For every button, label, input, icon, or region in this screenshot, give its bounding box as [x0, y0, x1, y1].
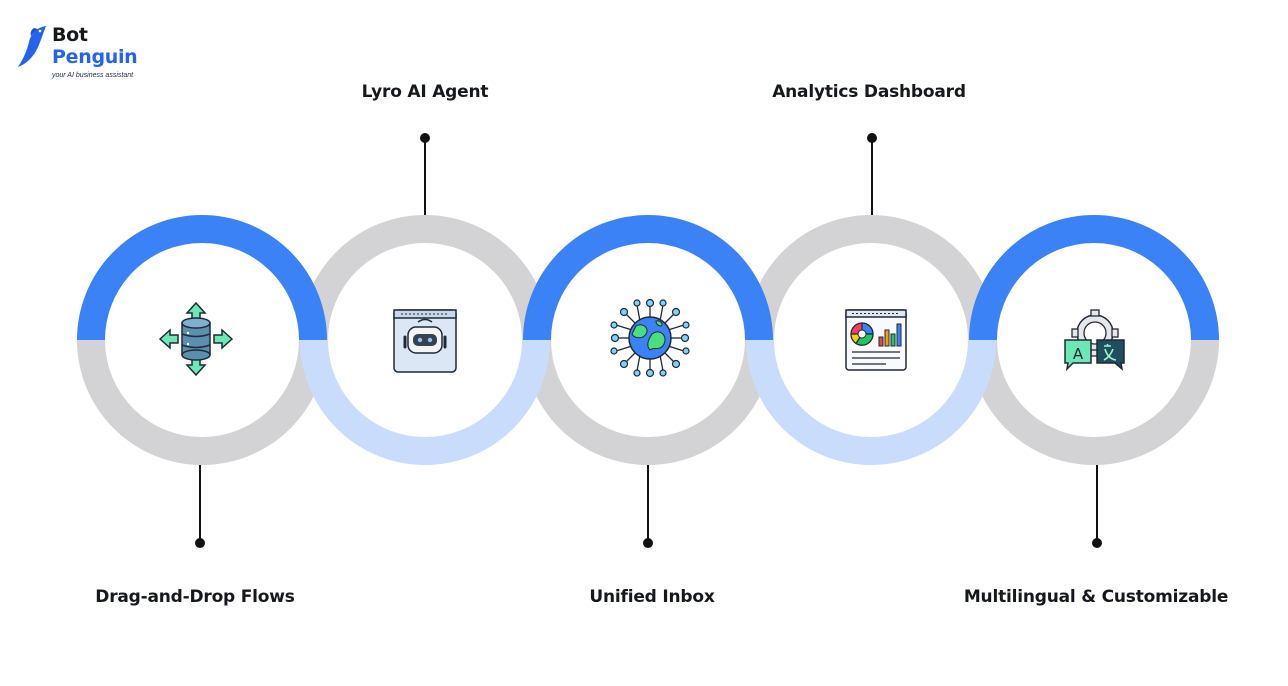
ring-2-top-arc [300, 215, 550, 341]
ring-1-top-arc [77, 215, 327, 341]
brand-tagline: your AI business assistant [52, 72, 134, 79]
connector-4 [867, 133, 877, 215]
feature-label-unified-inbox: Unified Inbox [589, 587, 715, 607]
svg-text:A: A [1073, 345, 1084, 363]
dashboard-charts-icon [845, 309, 907, 371]
ring-1-bottom-arc [77, 339, 327, 465]
ring-4-bottom-arc [746, 339, 996, 465]
connector-1 [195, 465, 205, 548]
brand-name-line1: Bot [52, 24, 88, 46]
translate-gear-icon: A [1064, 309, 1125, 372]
connector-2 [420, 133, 430, 215]
feature-label-multilingual: Multilingual & Customizable [963, 587, 1229, 607]
feature-label-lyro-ai-agent: Lyro AI Agent [361, 82, 489, 102]
feature-label-analytics-dashboard: Analytics Dashboard [772, 82, 966, 102]
ring-5-top-arc [969, 215, 1219, 341]
ring-4-top-arc [746, 215, 996, 341]
globe-network-icon [610, 298, 690, 378]
brand-logo: Bot Penguin your AI business assistant [16, 22, 156, 84]
database-arrows-icon [158, 301, 234, 377]
connector-5 [1092, 465, 1102, 548]
penguin-logo-icon [18, 26, 46, 67]
ring-3-top-arc [523, 215, 773, 341]
ring-3-bottom-arc [523, 339, 773, 465]
connector-3 [643, 465, 653, 548]
robot-window-icon [393, 309, 457, 373]
ring-5-bottom-arc [969, 339, 1219, 465]
brand-name-line2: Penguin [52, 46, 138, 68]
feature-label-drag-and-drop: Drag-and-Drop Flows [95, 587, 295, 607]
ring-2-bottom-arc [300, 339, 550, 465]
